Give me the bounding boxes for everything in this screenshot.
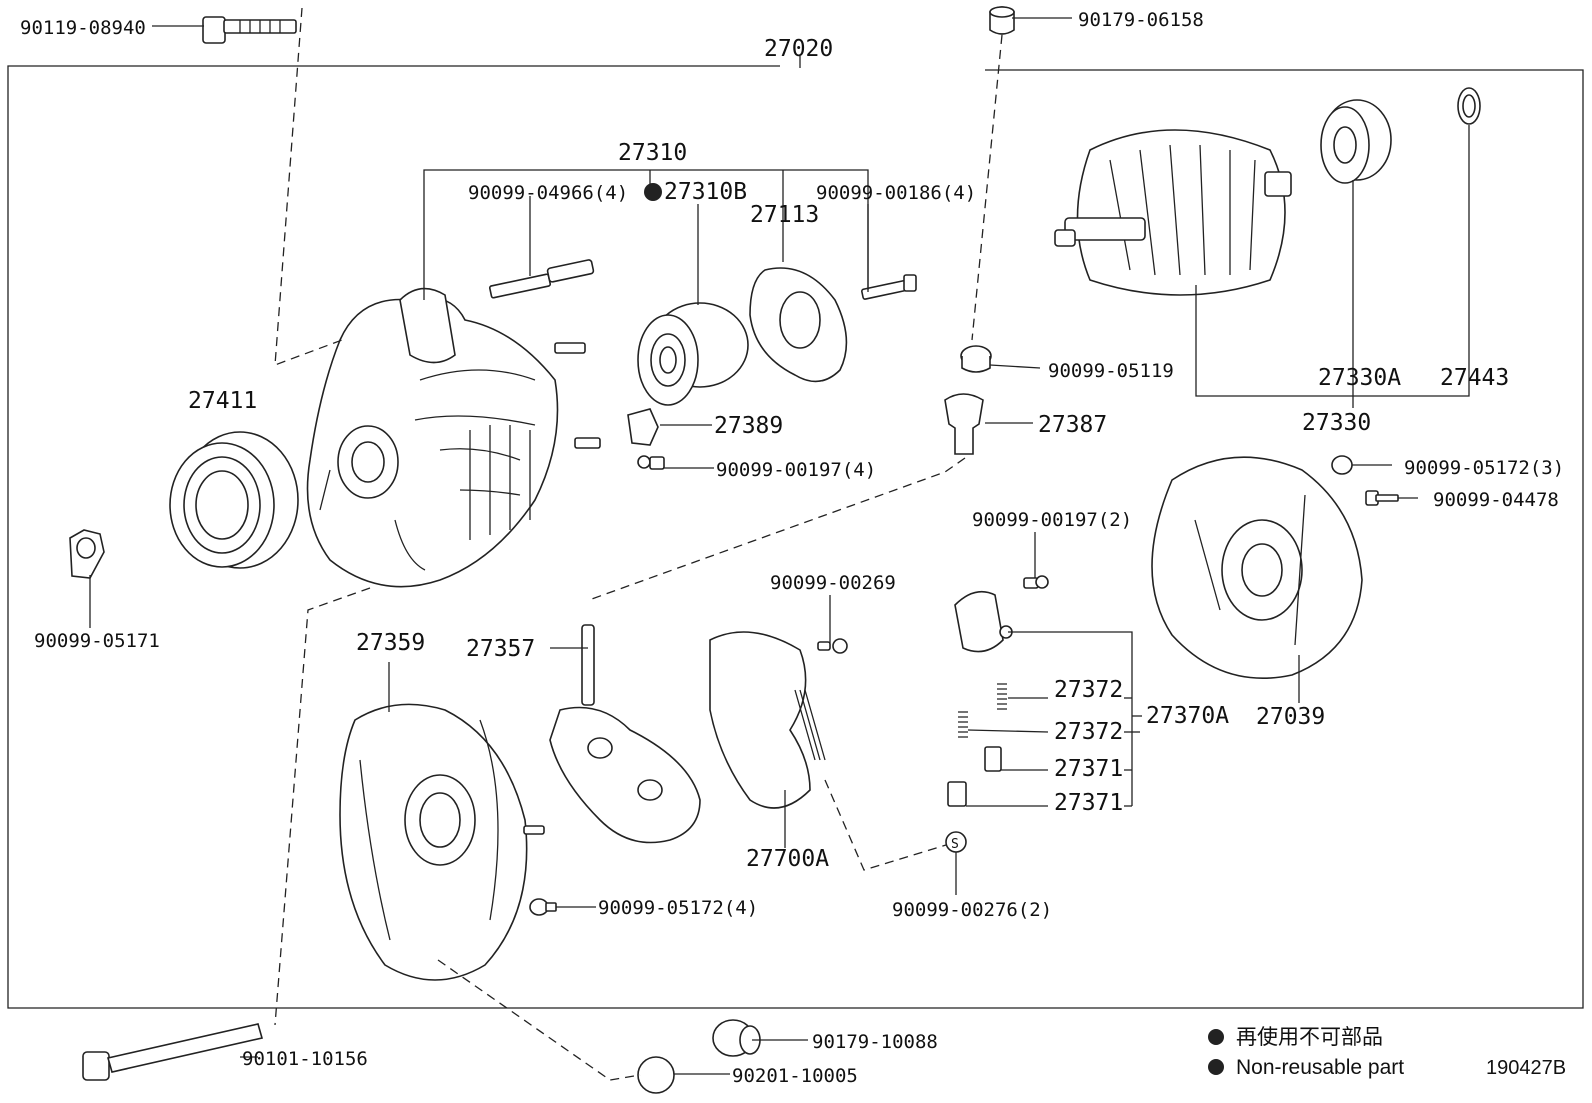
legend-bullet-en [1208,1059,1224,1075]
label-27330: 27330 [1302,410,1371,436]
drive-end-frame-27310[interactable] [306,287,601,588]
alignment-dashes [274,7,1003,1081]
retainer-plate-27113[interactable] [749,267,848,383]
brush-27371-b[interactable] [947,781,967,807]
spring-27372-b[interactable] [958,711,968,738]
non-reusable-marker [644,183,662,201]
label-90201-10005: 90201-10005 [732,1065,858,1087]
callout-labels: 90119-08940 90179-06158 27020 27310 9009… [20,9,1564,1087]
bearing-27310B[interactable] [637,302,749,406]
cap-90099-05119[interactable] [960,345,992,373]
legend-en: Non-reusable part [1236,1056,1404,1079]
label-90099-00197-2: 90099-00197(2) [972,509,1132,531]
label-90099-05171: 90099-05171 [34,630,160,652]
leader-lines [89,17,1470,1075]
label-90099-05172-4: 90099-05172(4) [598,897,758,919]
spring-27372-a[interactable] [997,683,1007,710]
screw-90099-00197-4[interactable] [637,455,665,470]
label-27389: 27389 [714,413,783,439]
brush-holder-27370A[interactable] [954,590,1013,653]
label-90099-04966: 90099-04966(4) [468,182,628,204]
pulley-27411[interactable] [169,431,299,569]
collar-90179-10088[interactable] [712,1019,761,1057]
label-90099-00197-4: 90099-00197(4) [716,459,876,481]
rotor-27330A[interactable] [1054,129,1292,296]
screw-90099-00269[interactable] [817,638,848,654]
label-90099-00276: 90099-00276(2) [892,899,1052,921]
label-27411: 27411 [188,388,257,414]
label-90179-06158: 90179-06158 [1078,9,1204,31]
bolt-90119-08940[interactable] [202,16,297,44]
nut-90179-06158[interactable] [989,6,1015,35]
screw-90099-05172-3[interactable] [1331,455,1353,475]
rear-frame-27359[interactable] [339,703,545,981]
label-27330A: 27330A [1318,365,1401,391]
label-27700A: 27700A [746,846,829,872]
label-27359: 27359 [356,630,425,656]
label-27357: 27357 [466,636,535,662]
label-90101-10156: 90101-10156 [242,1048,368,1070]
label-90179-10088: 90179-10088 [812,1031,938,1053]
label-27371-a: 27371 [1054,756,1123,782]
screw-90099-00186[interactable] [861,274,917,300]
label-27372-a: 27372 [1054,677,1123,703]
label-27310: 27310 [618,140,687,166]
screw-90099-05172-4[interactable] [529,898,557,916]
label-27387: 27387 [1038,412,1107,438]
brush-27371-a[interactable] [984,746,1002,772]
label-27113: 27113 [750,202,819,228]
label-90099-04478: 90099-04478 [1433,489,1559,511]
cover-27389[interactable] [627,408,659,446]
bearing-27330[interactable] [1320,99,1392,184]
bolt-90101-10156[interactable] [82,1023,264,1081]
label-90099-00269: 90099-00269 [770,572,896,594]
assembly-frame [7,56,1584,1009]
rectifier-27357[interactable] [549,624,701,844]
label-90099-05119: 90099-05119 [1048,360,1174,382]
label-27372-b: 27372 [1054,719,1123,745]
label-90099-05172-3: 90099-05172(3) [1404,457,1564,479]
legend-jp: 再使用不可部品 [1236,1026,1383,1049]
washer-90201-10005[interactable] [637,1056,675,1094]
label-27443: 27443 [1440,365,1509,391]
label-90119-08940: 90119-08940 [20,17,146,39]
legend: 再使用不可部品 Non-reusable part 190427B [1208,1026,1566,1079]
insulator-27387[interactable] [944,393,984,455]
label-27039: 27039 [1256,704,1325,730]
label-90099-00186: 90099-00186(4) [816,182,976,204]
rear-cover-27039[interactable] [1151,456,1363,679]
label-27310B: 27310B [664,179,747,205]
label-27371-b: 27371 [1054,790,1123,816]
screw-90099-00197-2[interactable] [1023,575,1049,589]
sheet-code: 190427B [1486,1057,1566,1079]
legend-bullet-jp [1208,1029,1224,1045]
bolt-90099-04478[interactable] [1365,490,1399,506]
svg-text:S: S [951,837,959,852]
regulator-27700A[interactable] [709,631,826,809]
nut-90099-05171[interactable] [69,529,105,579]
stud-bolt-90099-04966[interactable] [488,259,595,299]
ring-27443[interactable] [1457,87,1481,125]
nut-90099-00276[interactable]: S [945,831,967,853]
label-27370A: 27370A [1146,703,1229,729]
label-27020: 27020 [764,36,833,62]
